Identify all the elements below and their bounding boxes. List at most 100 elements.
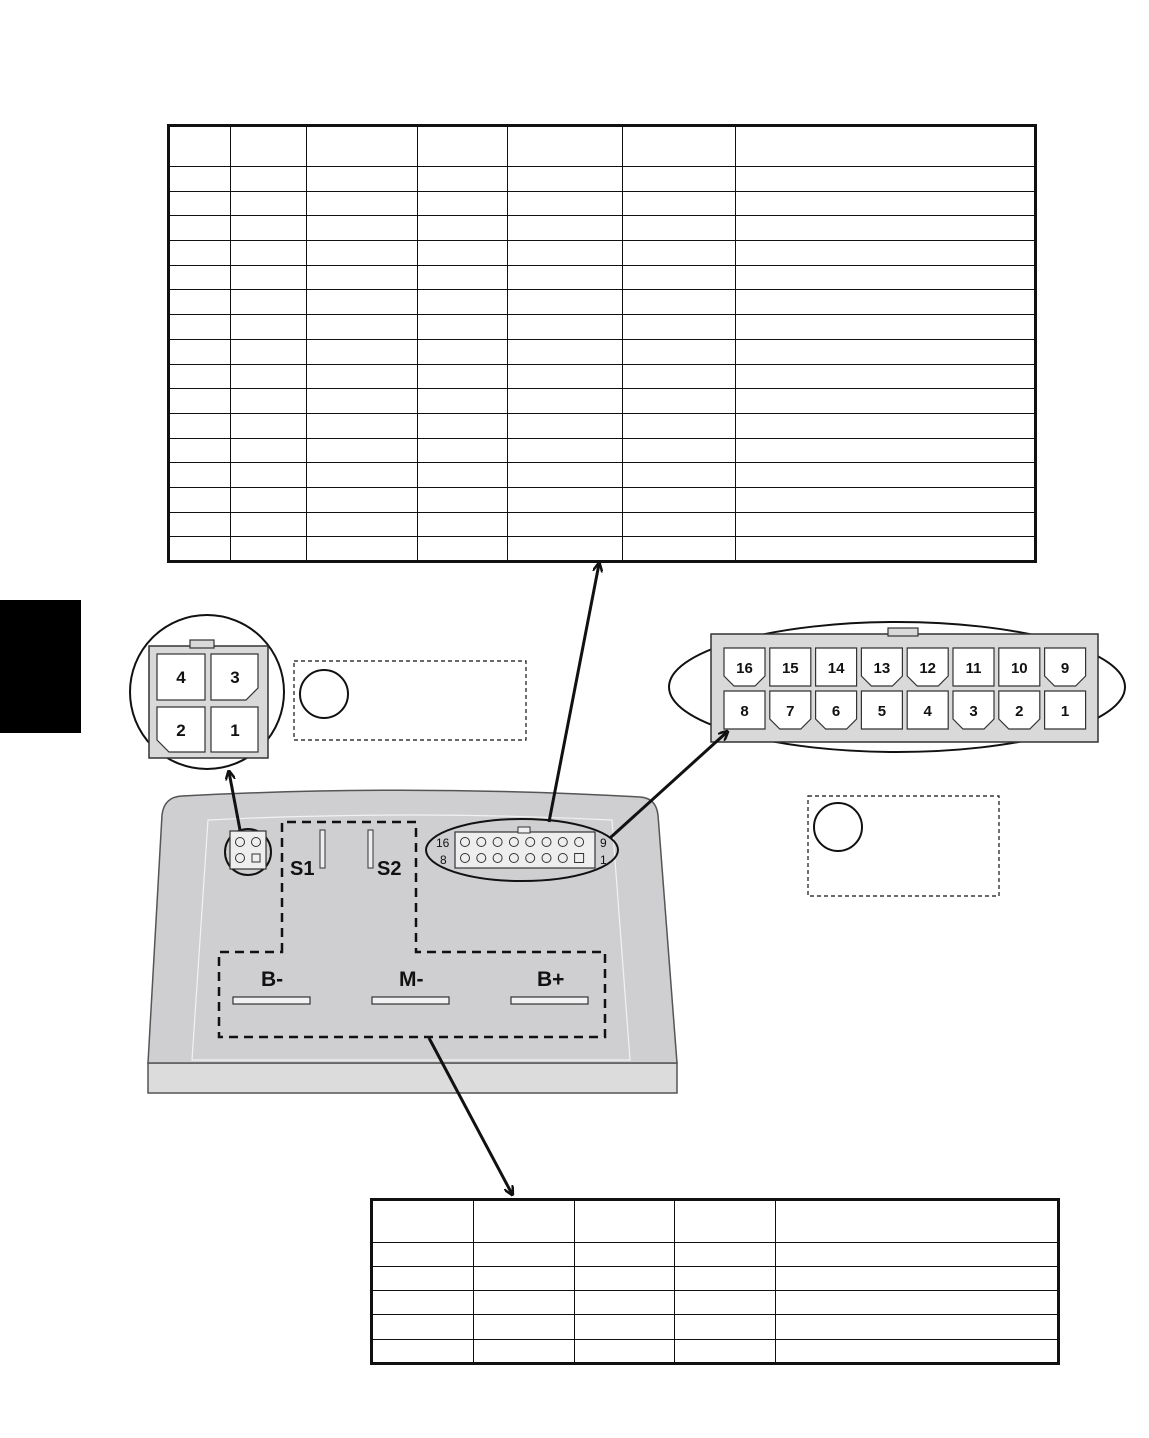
table-cell xyxy=(735,511,1036,538)
table-cell xyxy=(735,166,1036,192)
table-cell xyxy=(674,1338,777,1365)
table-cell xyxy=(167,314,232,340)
housing-pin xyxy=(541,837,552,847)
pin4-label: 4 xyxy=(176,668,186,687)
housing-pin xyxy=(525,837,536,847)
table-cell xyxy=(417,412,509,439)
table-cell xyxy=(167,166,232,192)
table-cell xyxy=(167,462,232,488)
arrows xyxy=(229,564,727,1194)
housing-pin xyxy=(525,853,536,863)
terminal-table xyxy=(370,1198,1060,1365)
table-cell xyxy=(167,511,232,538)
pin-label-8: 8 xyxy=(740,703,748,720)
table-cell xyxy=(775,1338,1059,1365)
table-row xyxy=(371,1338,1059,1365)
table-cell xyxy=(735,462,1036,488)
pin-cavity xyxy=(723,647,766,687)
section-tab xyxy=(0,600,81,733)
pin-label-13: 13 xyxy=(874,660,891,677)
table-row xyxy=(167,363,1036,390)
housing-pin xyxy=(574,853,585,863)
table-cell xyxy=(167,125,232,167)
table-cell xyxy=(371,1290,474,1316)
pin-cavity xyxy=(1044,647,1087,687)
pin-label-4: 4 xyxy=(924,703,933,720)
table-cell xyxy=(507,125,624,167)
pin-label-6: 6 xyxy=(832,703,840,720)
table-cell xyxy=(167,388,232,414)
table-cell xyxy=(735,536,1036,562)
housing-pin xyxy=(476,853,487,863)
table-row xyxy=(167,314,1036,340)
pin2-label: 2 xyxy=(176,721,185,740)
pin-label-10: 10 xyxy=(1011,660,1028,677)
table-cell xyxy=(417,462,509,488)
table-cell xyxy=(417,289,509,316)
arrow-to-bottom-table xyxy=(427,1037,512,1194)
pin1-label: 1 xyxy=(230,721,239,740)
table-row xyxy=(167,264,1036,291)
table-row xyxy=(167,486,1036,513)
table-cell xyxy=(417,215,509,242)
table-cell xyxy=(507,437,624,464)
switch-label-s2: S2 xyxy=(377,858,401,880)
table-cell xyxy=(472,1338,575,1365)
table-cell xyxy=(417,314,509,340)
table-cell xyxy=(622,166,737,192)
housing-pin-label-8: 8 xyxy=(440,853,447,867)
pin-cavity xyxy=(998,690,1041,730)
table-cell xyxy=(735,215,1036,242)
housing-pin-label-9: 9 xyxy=(600,836,607,850)
pin-label-15: 15 xyxy=(782,660,799,677)
table-cell xyxy=(417,511,509,538)
table-cell xyxy=(305,166,419,192)
table-row xyxy=(167,511,1036,538)
table-cell xyxy=(305,412,419,439)
table-cell xyxy=(622,215,737,242)
pin-label-14: 14 xyxy=(828,660,845,677)
housing-pin xyxy=(476,837,487,847)
housing-pin xyxy=(492,837,503,847)
pin3-label: 3 xyxy=(230,668,239,687)
pin-label-2: 2 xyxy=(1015,703,1023,720)
table-cell xyxy=(573,1338,676,1365)
housing-pin xyxy=(460,837,470,847)
table-cell xyxy=(735,125,1036,167)
pinout-table-16pin xyxy=(167,124,1037,563)
table-row xyxy=(167,166,1036,192)
table-cell xyxy=(371,1241,474,1267)
table-cell xyxy=(507,536,624,562)
table-header-row xyxy=(167,125,1036,167)
table-cell xyxy=(167,486,232,513)
housing-pin xyxy=(508,837,519,847)
table-cell xyxy=(305,511,419,538)
table-cell xyxy=(573,1199,676,1243)
arrow-to-top-table xyxy=(547,564,599,823)
table-cell xyxy=(472,1241,575,1267)
pin-label-12: 12 xyxy=(919,660,936,677)
callout-box-left xyxy=(293,660,527,741)
pin-cavity xyxy=(860,690,903,730)
table-cell xyxy=(305,462,419,488)
pin-label-5: 5 xyxy=(878,703,886,720)
housing-pin xyxy=(541,853,552,863)
pin-cavity xyxy=(1044,690,1087,730)
table-cell xyxy=(417,536,509,562)
table-cell xyxy=(305,240,419,266)
pin-label-16: 16 xyxy=(736,660,753,677)
housing-pin xyxy=(574,837,585,847)
pin-cavity xyxy=(952,690,995,730)
table-cell xyxy=(230,264,307,291)
housing-pin xyxy=(508,853,519,863)
pin-label-3: 3 xyxy=(969,703,977,720)
pin-label-7: 7 xyxy=(786,703,794,720)
pin-cavity xyxy=(815,690,858,730)
table-cell xyxy=(674,1290,777,1316)
table-row xyxy=(167,412,1036,439)
table-cell xyxy=(167,536,232,562)
table-cell xyxy=(305,536,419,562)
table-row xyxy=(167,215,1036,242)
